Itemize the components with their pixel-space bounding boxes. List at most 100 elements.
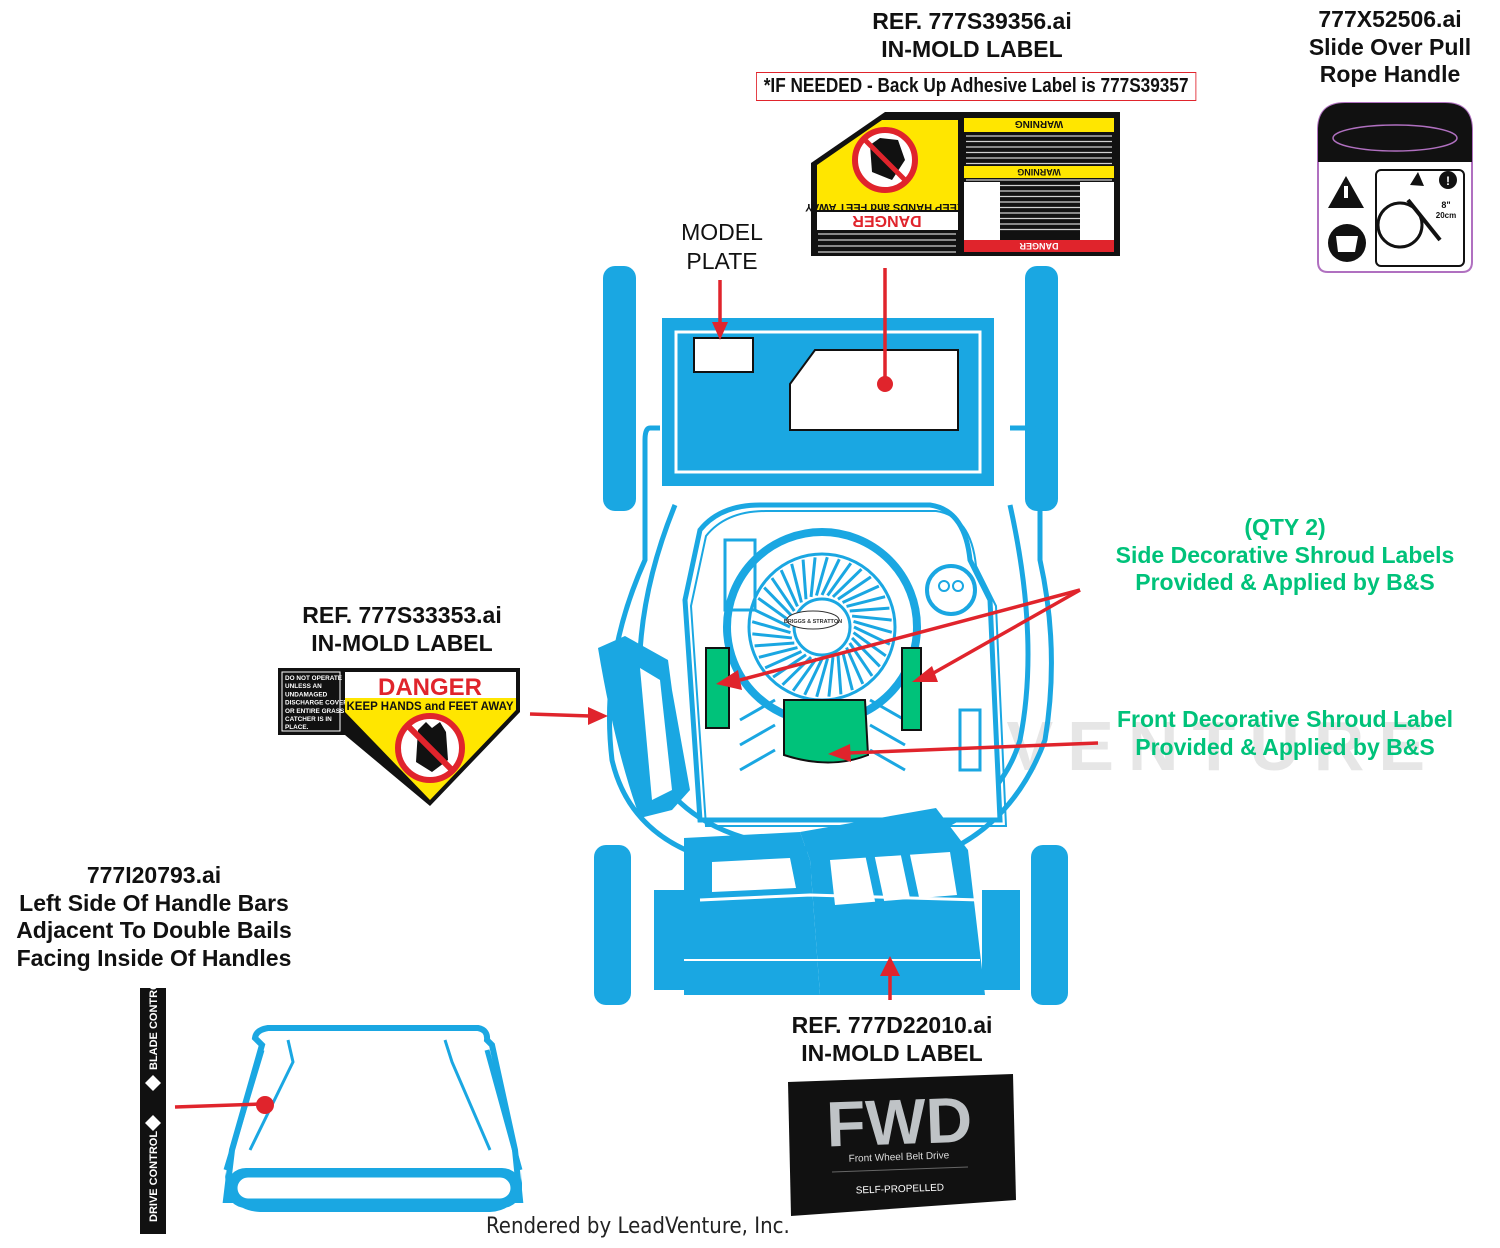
warning-title-2: WARNING bbox=[1017, 167, 1061, 177]
handle-bars bbox=[222, 1025, 524, 1212]
svg-text:!: ! bbox=[1446, 174, 1450, 188]
fwd-label: FWD Front Wheel Belt Drive SELF-PROPELLE… bbox=[788, 1074, 1016, 1216]
callout-arrowheads bbox=[256, 322, 938, 1114]
front-shroud-title: Front Decorative Shroud Label bbox=[1116, 706, 1454, 732]
fan-fin bbox=[831, 568, 863, 599]
side-shroud-label: (QTY 2) Side Decorative Shroud Labels Pr… bbox=[1070, 514, 1500, 597]
warning-danger-strip: DANGER bbox=[1019, 241, 1059, 251]
top-center-ref: REF. 777S39356.ai bbox=[872, 8, 1072, 34]
callout-lines bbox=[174, 268, 1099, 1109]
handle-line4: Facing Inside Of Handles bbox=[16, 944, 292, 971]
engine-badge: BRIGGS & STRATTON bbox=[784, 619, 842, 625]
danger-side-text-line: OR ENTIRE GRASS bbox=[285, 708, 345, 715]
fan-fin bbox=[803, 658, 824, 696]
grass-bag bbox=[662, 318, 994, 486]
fan-fin bbox=[809, 557, 817, 598]
top-right-line2: Slide Over Pull bbox=[1308, 33, 1472, 60]
model-plate-line2: PLATE bbox=[686, 247, 758, 274]
warning-danger-title: DANGER bbox=[852, 212, 922, 229]
fan-fin bbox=[849, 606, 890, 613]
fan-fin bbox=[757, 596, 792, 623]
handle-line3: Adjacent To Double Bails bbox=[16, 917, 292, 944]
fan-fin bbox=[770, 577, 796, 612]
danger-side-text-line: UNLESS AN bbox=[285, 683, 322, 690]
drive-control-text: DRIVE CONTROL bbox=[148, 1131, 160, 1222]
top-center-type: IN-MOLD LABEL bbox=[881, 35, 1063, 62]
side-shroud-label-right bbox=[901, 647, 922, 731]
top-right-ref: 777X52506.ai bbox=[1318, 6, 1462, 32]
fan-fin bbox=[764, 650, 803, 670]
model-plate-label: MODEL PLATE bbox=[662, 218, 782, 276]
fan-fin bbox=[791, 657, 818, 692]
pull-size-in: 8" bbox=[1441, 200, 1450, 210]
fan-fin bbox=[820, 558, 841, 596]
front-wheels bbox=[594, 845, 1068, 1005]
warning-title-1: WARNING bbox=[1015, 118, 1064, 129]
fan-fin bbox=[846, 595, 886, 608]
warning-label-top: KEEP HANDS and FEET AWAY DANGER WARNING … bbox=[804, 112, 1120, 256]
danger-side-text-line: DISCHARGE COVER bbox=[285, 700, 348, 707]
danger-title: DANGER bbox=[378, 674, 482, 701]
fan-fin bbox=[751, 620, 791, 635]
footer-credit: Rendered by LeadVenture, Inc. bbox=[486, 1214, 790, 1239]
fan-fin bbox=[841, 584, 880, 604]
fan-fin bbox=[752, 632, 793, 640]
pull-size-cm: 20cm bbox=[1436, 211, 1456, 220]
danger-subtitle: KEEP HANDS and FEET AWAY bbox=[347, 701, 514, 713]
fan-fin bbox=[753, 608, 791, 629]
warning-subtitle: KEEP HANDS and FEET AWAY bbox=[804, 201, 964, 213]
fan-fin bbox=[814, 556, 829, 596]
danger-side-text-line: PLACE. bbox=[285, 724, 309, 731]
front-shroud-label: Front Decorative Shroud Label Provided &… bbox=[1070, 706, 1500, 761]
fan-fin bbox=[851, 614, 892, 622]
side-shroud-title: Side Decorative Shroud Labels bbox=[1115, 541, 1455, 568]
fwd-subtitle: Front Wheel Belt Drive bbox=[848, 1150, 949, 1165]
fan-fin bbox=[801, 559, 808, 600]
left-mid-type: IN-MOLD LABEL bbox=[311, 629, 493, 656]
fwd-title: FWD bbox=[825, 1083, 973, 1160]
handle-line2: Left Side Of Handle Bars bbox=[19, 889, 289, 916]
front-housing bbox=[654, 808, 1020, 995]
fan-fin bbox=[841, 651, 854, 691]
engine: BRIGGS & STRATTON bbox=[682, 502, 1008, 827]
handle-ref: 777I20793.ai bbox=[86, 862, 222, 888]
backup-adhesive-note: *IF NEEDED - Back Up Adhesive Label is 7… bbox=[756, 72, 1197, 101]
left-mid-label: REF. 777S33353.ai IN-MOLD LABEL bbox=[262, 602, 542, 657]
side-shroud-qty: (QTY 2) bbox=[1244, 514, 1326, 540]
danger-side-text-line: DO NOT OPERATE bbox=[285, 675, 343, 682]
top-right-line3: Rope Handle bbox=[1319, 61, 1461, 88]
fan-fin bbox=[763, 586, 794, 618]
front-shroud-provided: Provided & Applied by B&S bbox=[1135, 733, 1435, 760]
fan-fin bbox=[845, 646, 865, 685]
rear-wheels bbox=[603, 266, 1058, 511]
top-center-label: REF. 777S39356.ai IN-MOLD LABEL bbox=[832, 8, 1112, 63]
fan-fin bbox=[758, 646, 798, 659]
handle-decal: BLADE CONTROL DRIVE CONTROL bbox=[140, 974, 166, 1234]
in-mold-label-area bbox=[789, 349, 959, 431]
danger-side-text-line: UNDAMAGED bbox=[285, 691, 328, 698]
discharge-chute bbox=[598, 636, 690, 818]
fan-fin bbox=[826, 562, 853, 597]
fan-fin bbox=[853, 619, 893, 634]
bottom-center-type: IN-MOLD LABEL bbox=[801, 1039, 983, 1066]
fan-fin bbox=[836, 654, 843, 695]
side-shroud-provided: Provided & Applied by B&S bbox=[1135, 569, 1435, 596]
fwd-footer: SELF-PROPELLED bbox=[856, 1182, 945, 1196]
handle-label: 777I20793.ai Left Side Of Handle Bars Ad… bbox=[4, 862, 304, 972]
fan-fin bbox=[815, 658, 830, 698]
fan-fin bbox=[779, 569, 799, 608]
model-plate-line1: MODEL bbox=[681, 219, 763, 245]
fan-fin bbox=[850, 636, 881, 668]
pull-rope-label: ! 8" 20cm bbox=[1317, 102, 1473, 273]
bottom-center-ref: REF. 777D22010.ai bbox=[791, 1012, 993, 1038]
danger-side-text-line: CATCHER IS IN bbox=[285, 716, 332, 723]
fan-fin bbox=[837, 575, 872, 601]
fan-fin bbox=[790, 563, 803, 603]
model-plate-area bbox=[693, 337, 754, 373]
fan-fin bbox=[754, 641, 795, 648]
left-mid-ref: REF. 777S33353.ai bbox=[302, 602, 502, 628]
side-shroud-label-left bbox=[705, 647, 730, 729]
fan-fin bbox=[827, 656, 835, 697]
